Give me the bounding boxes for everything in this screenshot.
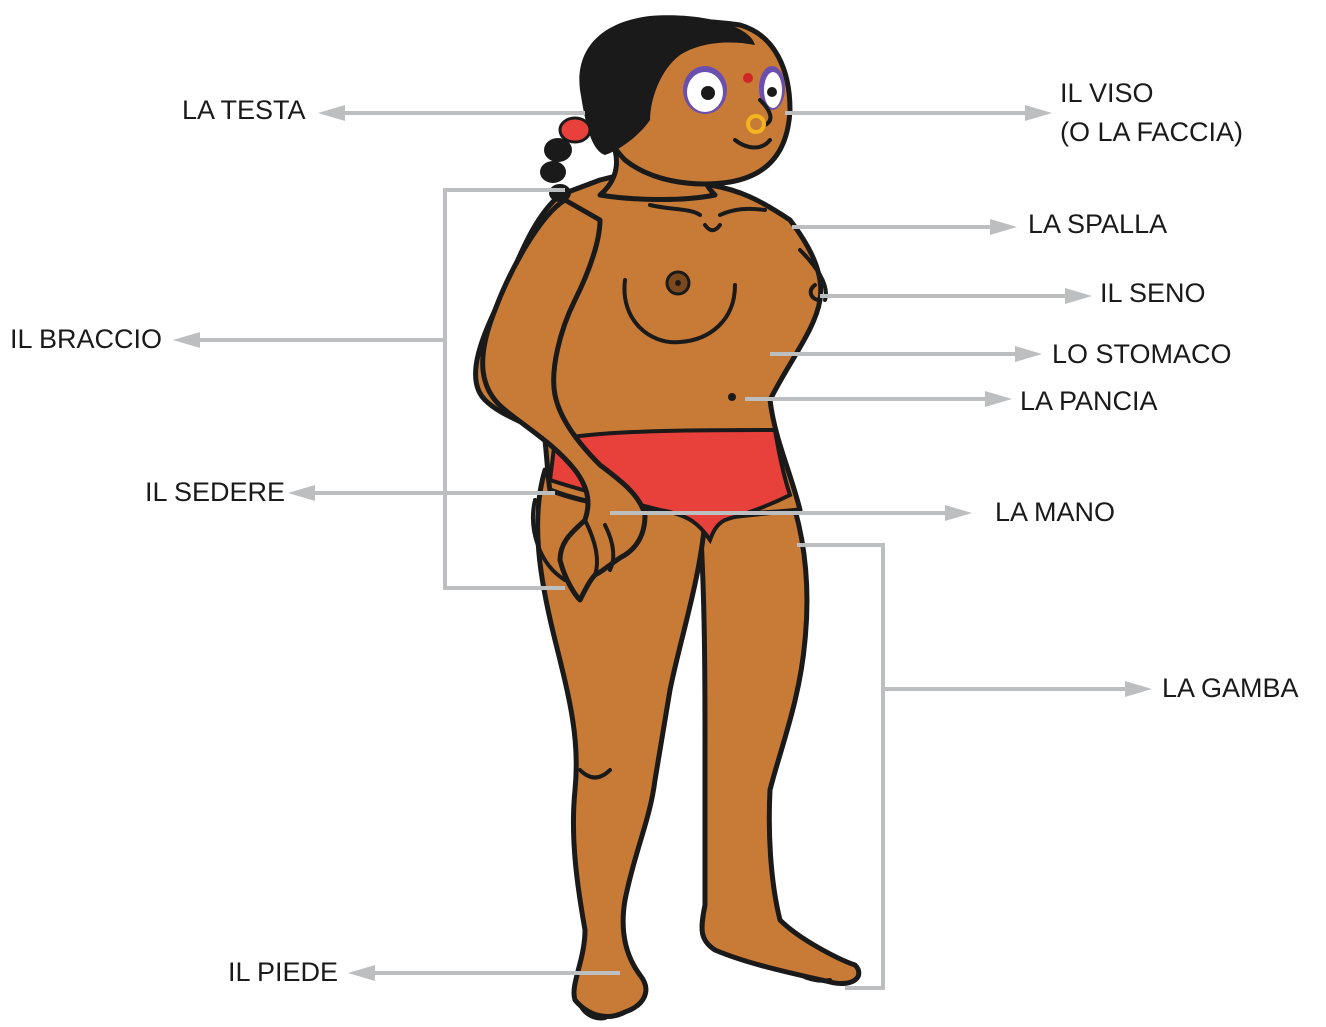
label-mano: LA MANO [995,497,1115,527]
bindi [743,73,753,83]
woman-figure [476,15,859,1018]
braid-tie [560,118,590,142]
label-gamba: LA GAMBA [1162,673,1299,703]
label-pancia: LA PANCIA [1020,386,1158,416]
label-sedere: IL SEDERE [145,477,285,507]
label-piede: IL PIEDE [228,957,338,987]
label-spalla: LA SPALLA [1028,209,1167,239]
label-viso-line1: IL VISO [1060,78,1154,108]
label-testa: LA TESTA [182,95,306,125]
navel [728,393,736,401]
back-leg [700,510,859,984]
label-stomaco: LO STOMACO [1052,339,1232,369]
label-braccio: IL BRACCIO [10,324,162,354]
label-seno: IL SENO [1100,278,1206,308]
label-viso-line2: (O LA FACCIA) [1060,117,1243,147]
